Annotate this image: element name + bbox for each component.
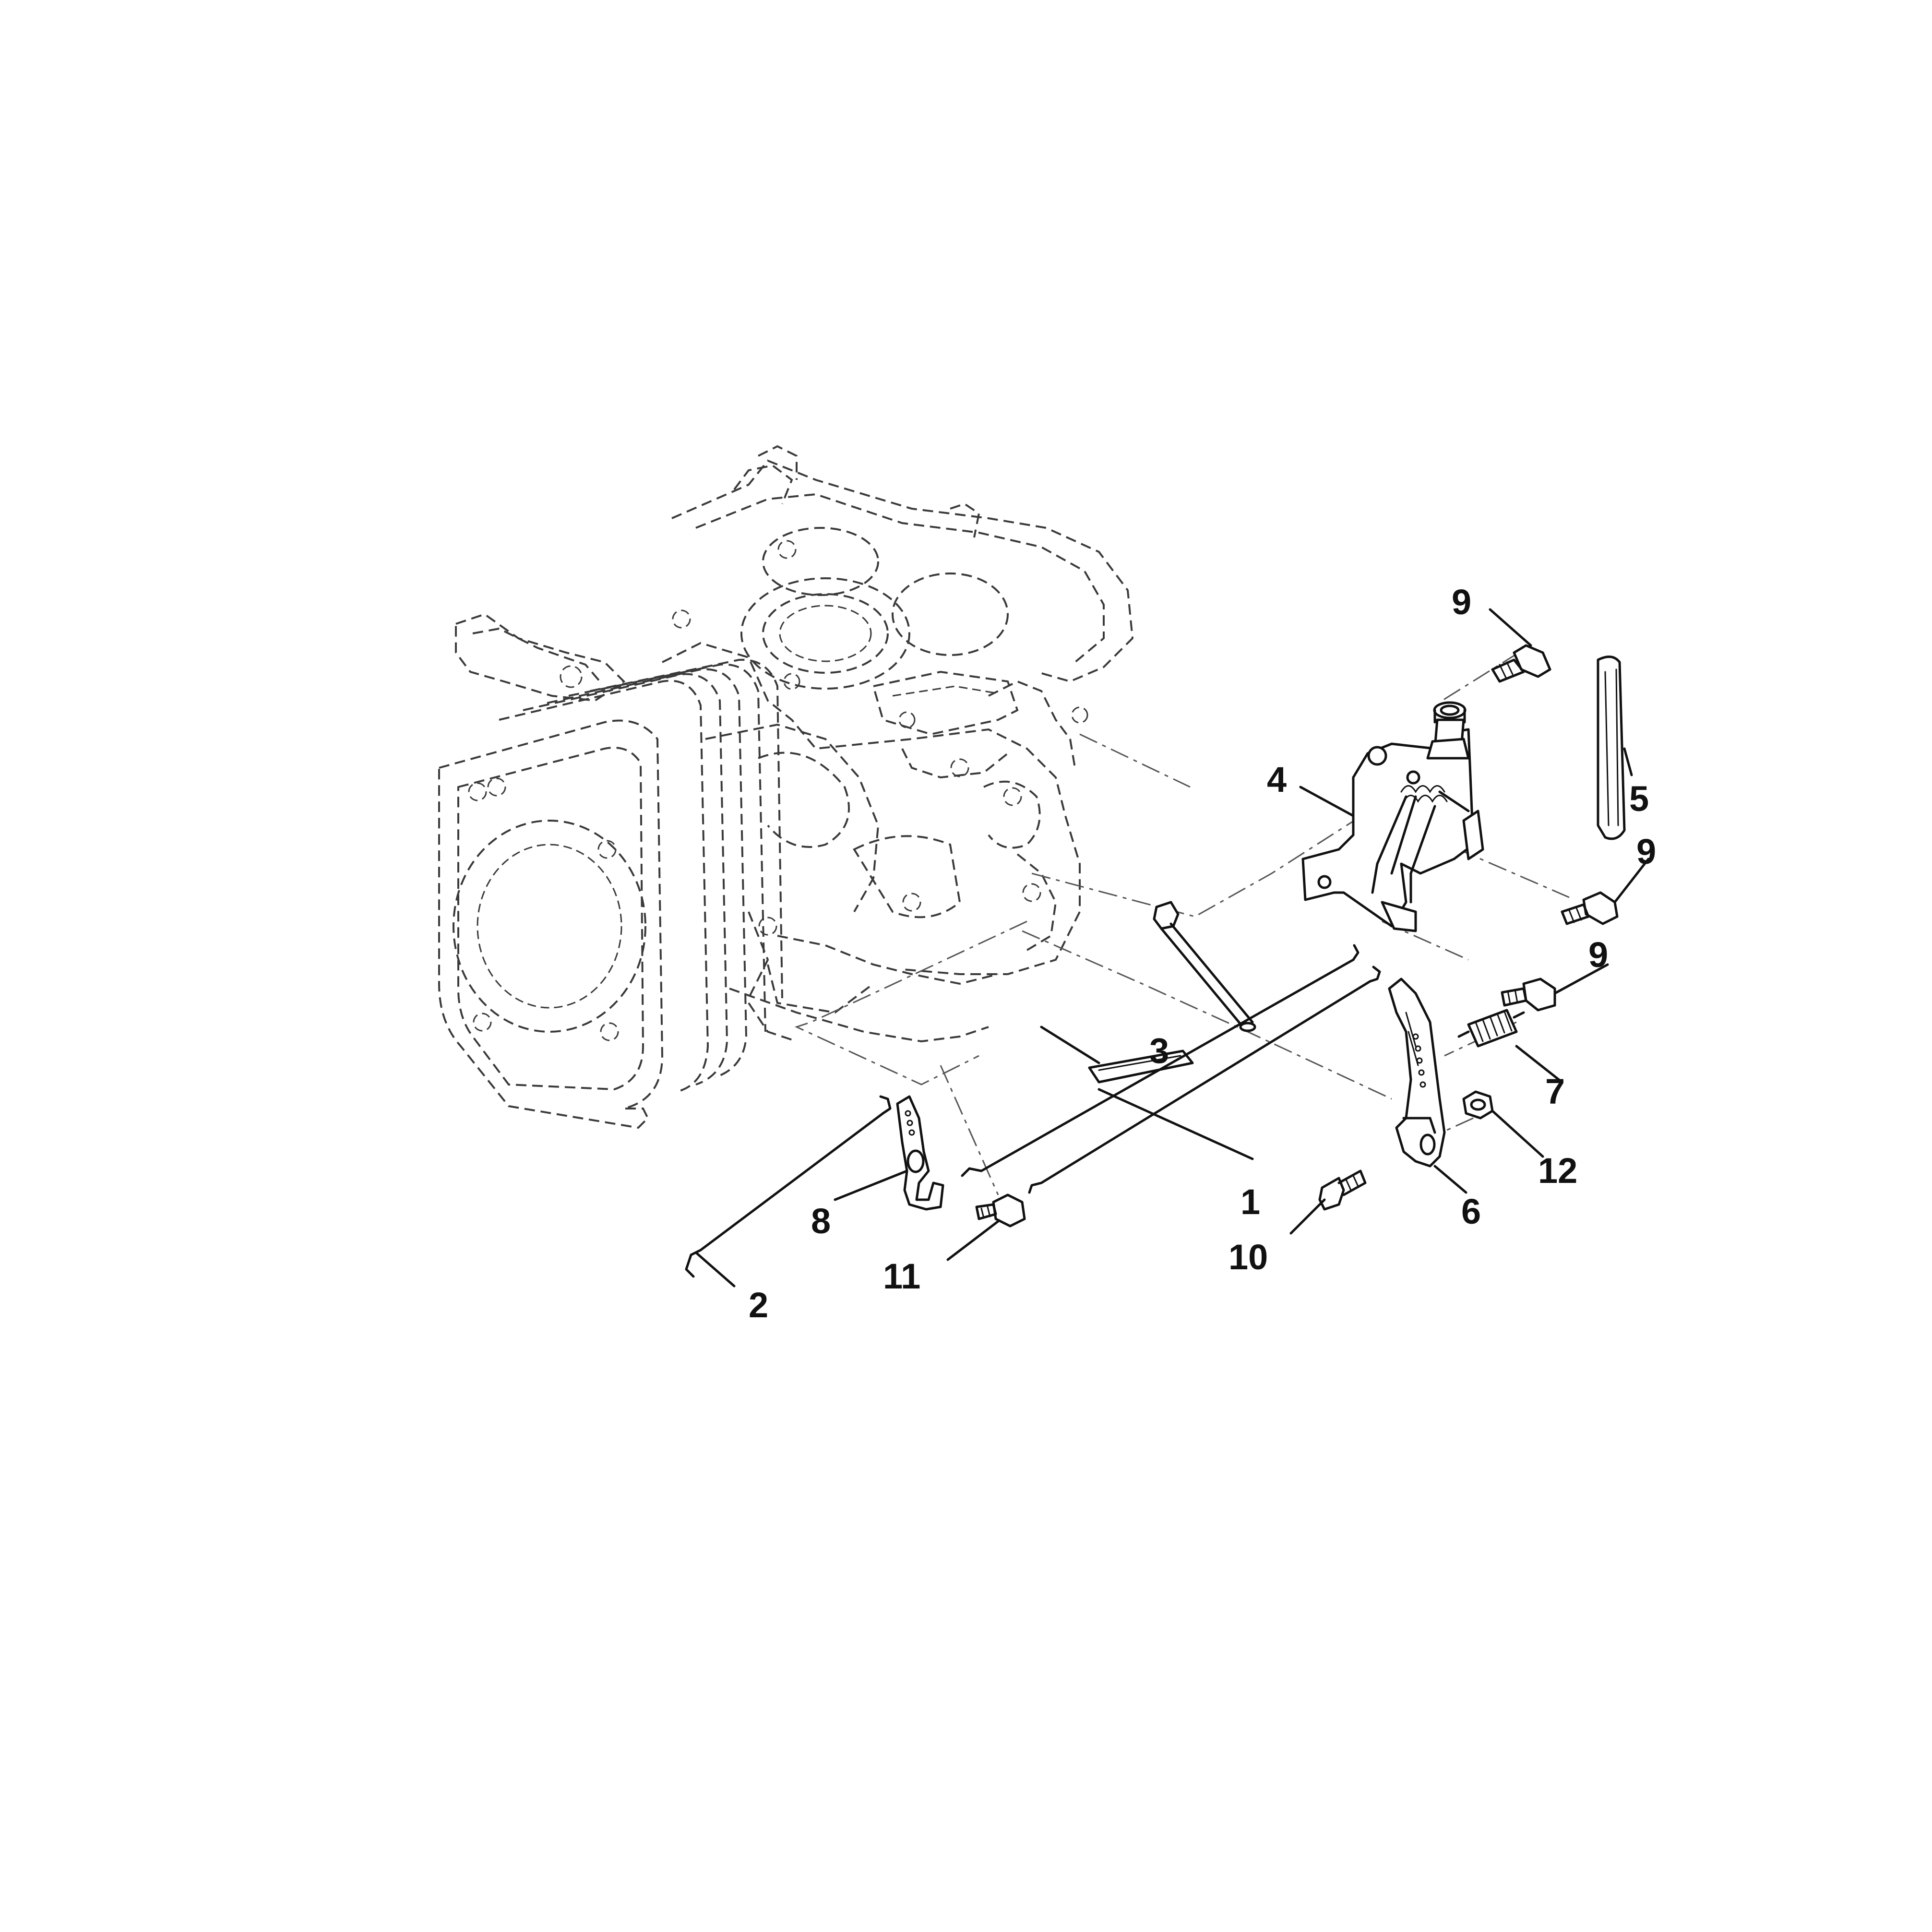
bolt-part-11 [975, 1193, 1026, 1228]
rod-part-2 [685, 1095, 892, 1278]
callout-6: 6 [1461, 1192, 1481, 1231]
gasket-part-5 [1597, 656, 1626, 840]
nut-part-12 [1462, 1090, 1494, 1120]
callout-9-lower: 9 [1588, 935, 1608, 975]
callout-7: 7 [1545, 1072, 1565, 1111]
engine-block-outline [438, 445, 1134, 1129]
callout-9-top: 9 [1452, 582, 1471, 622]
bracket-part-8 [896, 1095, 944, 1211]
callout-5: 5 [1629, 779, 1649, 819]
callout-9-mid: 9 [1636, 832, 1656, 871]
callout-11: 11 [883, 1256, 920, 1296]
control-bracket-part-4 [1301, 701, 1484, 932]
decal-part-3 [1088, 1049, 1194, 1084]
callout-4: 4 [1267, 760, 1287, 799]
bolt-part-9-mid [1561, 891, 1619, 925]
callout-10: 10 [1228, 1237, 1268, 1277]
callout-2: 2 [749, 1285, 768, 1325]
throttle-shaft [1153, 901, 1256, 1032]
callout-8: 8 [811, 1201, 831, 1241]
callout-1: 1 [1240, 1182, 1260, 1222]
rod-part-1 [1028, 966, 1381, 1194]
lever-part-6 [1388, 978, 1446, 1168]
bolt-part-10 [1318, 1169, 1367, 1211]
callout-labels: 9 4 5 9 9 7 12 6 3 1 8 2 11 10 [749, 582, 1656, 1325]
callout-leaders [694, 608, 1650, 1288]
bolt-part-9-lower [1501, 978, 1556, 1012]
callout-3: 3 [1149, 1031, 1169, 1071]
rod-link [961, 944, 1360, 1177]
callout-12: 12 [1538, 1151, 1577, 1191]
bolt-part-9-top [1491, 644, 1551, 683]
spring-part-7 [1457, 1009, 1525, 1048]
